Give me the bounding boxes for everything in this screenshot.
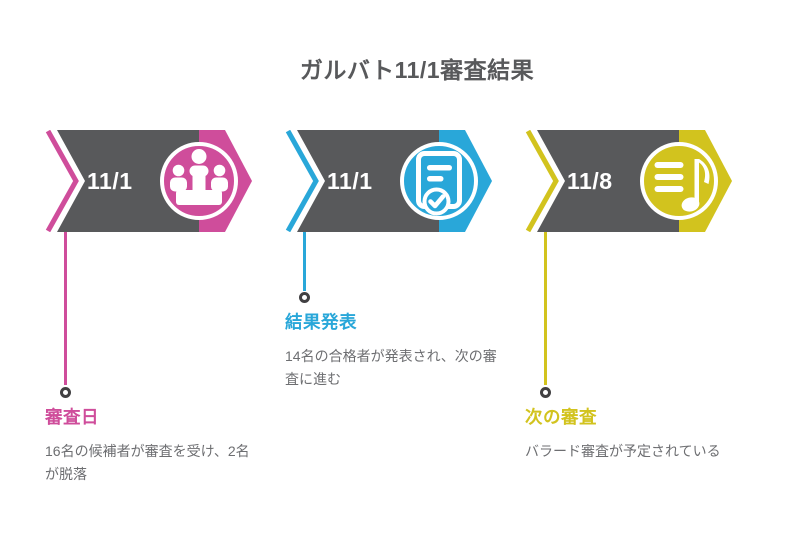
step-text-block-3: 次の審査 バラード審査が予定されている bbox=[525, 404, 777, 463]
step-label: 次の審査 bbox=[525, 407, 597, 427]
step-text-block-2: 結果発表 14名の合格者が発表され、次の審査に進む bbox=[285, 309, 507, 390]
timeline-marker-1 bbox=[59, 387, 71, 398]
timeline-step-2: 11/1 bbox=[285, 130, 497, 232]
chevron-outline bbox=[525, 130, 559, 232]
document-check-icon bbox=[416, 151, 462, 216]
judges-panel-icon bbox=[170, 149, 228, 205]
step-text-block-1: 審査日 16名の候補者が審査を受け、2名が脱落 bbox=[45, 404, 253, 485]
timeline-marker-2 bbox=[298, 292, 310, 303]
step-label: 結果発表 bbox=[285, 312, 357, 332]
chevron-outline bbox=[285, 130, 319, 232]
step-date: 11/8 bbox=[567, 167, 613, 194]
banner-body bbox=[297, 130, 439, 232]
arrow-banner-3 bbox=[525, 130, 732, 232]
page-title: ガルバト11/1審査結果 bbox=[299, 57, 535, 83]
timeline-step-3: 11/8 bbox=[525, 130, 737, 232]
chevron-outline bbox=[45, 130, 79, 232]
step-description: 14名の合格者が発表され、次の審査に進む bbox=[285, 348, 497, 387]
banner-body bbox=[537, 130, 679, 232]
connector-line-2 bbox=[302, 232, 306, 291]
step-description: バラード審査が予定されている bbox=[525, 443, 721, 459]
step-date: 11/1 bbox=[87, 167, 133, 194]
banner-body bbox=[57, 130, 199, 232]
music-note-icon bbox=[654, 159, 710, 212]
step-description: 16名の候補者が審査を受け、2名が脱落 bbox=[45, 443, 250, 482]
timeline-step-1: 11/1 bbox=[45, 130, 257, 232]
connector-line-3 bbox=[543, 232, 547, 385]
timeline-marker-3 bbox=[539, 387, 551, 398]
connector-line-1 bbox=[63, 232, 67, 385]
arrow-banner-2 bbox=[285, 130, 492, 232]
arrow-banner-1 bbox=[45, 130, 252, 232]
step-label: 審査日 bbox=[45, 407, 99, 427]
step-date: 11/1 bbox=[327, 167, 373, 194]
